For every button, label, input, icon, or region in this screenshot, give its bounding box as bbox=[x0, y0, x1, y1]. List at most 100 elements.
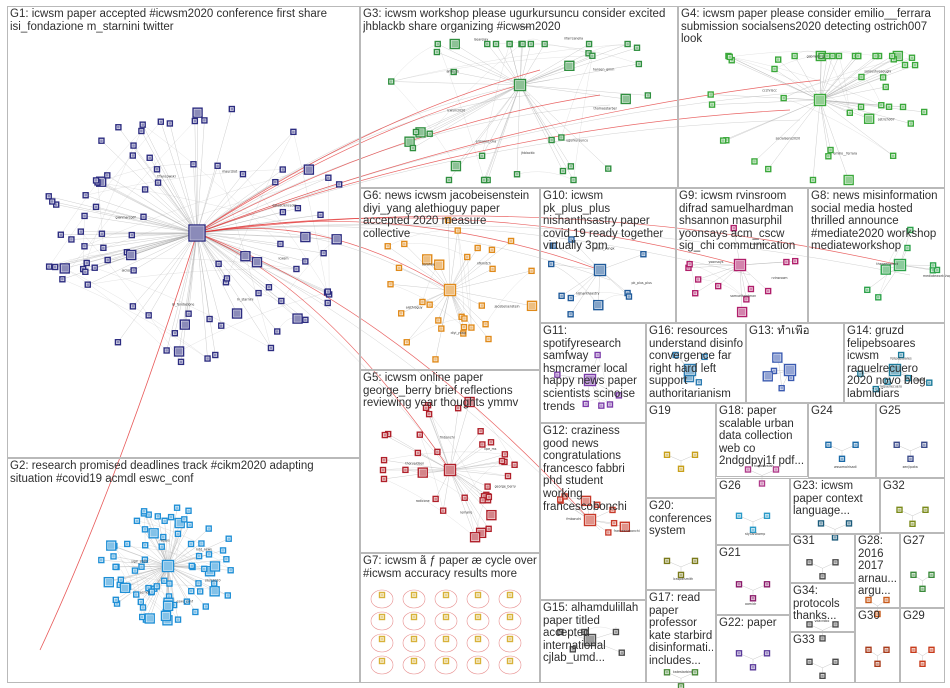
g2-node-fill bbox=[146, 615, 154, 622]
g2-node-fill bbox=[100, 558, 103, 562]
g2-node-fill bbox=[190, 564, 194, 568]
g1-node-fill bbox=[203, 119, 206, 122]
g3-node-fill bbox=[389, 80, 393, 83]
g3-node-fill bbox=[561, 169, 565, 173]
g13-node-fill bbox=[789, 376, 793, 380]
g1-node-fill bbox=[70, 238, 73, 241]
node-label: cikm2020 bbox=[205, 578, 221, 582]
group-label-g15: G15: alhamdulillah paper titled accepted… bbox=[543, 602, 639, 665]
node-label: francescobonchi bbox=[614, 529, 640, 533]
g4-node-fill bbox=[901, 105, 905, 109]
g12-node-fill bbox=[612, 521, 616, 525]
cross-edge bbox=[196, 119, 801, 234]
node-label: felipebsoares bbox=[890, 356, 912, 360]
g1-node-fill bbox=[156, 181, 160, 184]
g1-node-fill bbox=[192, 162, 195, 166]
g9-node-fill bbox=[738, 308, 746, 316]
g1-node-fill bbox=[269, 346, 273, 350]
g1-node-fill bbox=[105, 174, 109, 177]
g1-node-fill bbox=[155, 167, 159, 171]
node-label: radicone bbox=[416, 499, 430, 503]
g1-edge bbox=[49, 253, 132, 267]
group-box-g13: G13: ทำเพื่อ bbox=[746, 323, 844, 403]
g2-edge bbox=[136, 520, 227, 560]
g4-edge bbox=[819, 99, 829, 157]
g6-node-fill bbox=[434, 358, 437, 361]
g2-node-fill bbox=[140, 565, 143, 569]
g10-node-fill bbox=[569, 296, 573, 300]
node-label: thomasstarber bbox=[594, 107, 618, 111]
g7-self-loop bbox=[498, 589, 522, 609]
group-label-g11: G11: spotifyresearch samfway hsmcramer l… bbox=[543, 325, 637, 413]
g1-edge bbox=[196, 232, 298, 319]
g12-node-fill bbox=[563, 495, 566, 498]
g7-self-loop bbox=[434, 633, 458, 653]
g1-node-fill bbox=[294, 315, 301, 322]
g3-edge bbox=[429, 43, 522, 134]
g9-node-fill bbox=[687, 266, 690, 270]
node-label: mauriziot bbox=[222, 169, 238, 173]
g4-node-fill bbox=[903, 63, 907, 67]
g2-edge bbox=[101, 559, 169, 567]
g7-self-loop bbox=[402, 633, 426, 653]
g4-edge bbox=[819, 55, 880, 101]
g2-edge bbox=[115, 565, 169, 601]
g3-edge bbox=[519, 43, 545, 86]
g5-node-fill bbox=[427, 412, 431, 416]
g1-node-fill bbox=[224, 280, 228, 284]
g2-node-fill bbox=[225, 557, 228, 561]
g4-edge bbox=[819, 99, 882, 106]
g5-node-fill bbox=[481, 499, 484, 502]
g4-edge bbox=[723, 99, 821, 141]
g5-node-fill bbox=[381, 468, 385, 472]
g12-node-fill bbox=[611, 508, 614, 512]
g4-node-fill bbox=[766, 167, 770, 171]
g5-node-fill bbox=[487, 495, 491, 499]
g3-edge bbox=[519, 84, 564, 172]
g8-node-fill bbox=[935, 268, 939, 272]
g5-node-fill bbox=[404, 468, 407, 472]
group-label-g8: G8: news misinformation social media hos… bbox=[811, 190, 938, 253]
g11-node-fill bbox=[556, 373, 559, 376]
g9-node-fill bbox=[793, 259, 797, 263]
g3-edge bbox=[415, 84, 521, 133]
g7-self-loop bbox=[402, 655, 426, 675]
g3-node-fill bbox=[572, 178, 575, 182]
node-label: hansen_gmm bbox=[593, 68, 614, 72]
g15-node-fill bbox=[614, 630, 618, 634]
g1-edge bbox=[64, 268, 208, 359]
g4-edge bbox=[712, 99, 821, 105]
node-label: ermanni_cha bbox=[476, 139, 497, 143]
node-label: icwsm2020 bbox=[447, 108, 465, 112]
g1-node-fill bbox=[213, 353, 217, 357]
g2-edge bbox=[167, 517, 172, 567]
g4-edge bbox=[783, 97, 894, 156]
g2-node-fill bbox=[175, 506, 179, 510]
g2-node-fill bbox=[140, 615, 144, 619]
g1-edge bbox=[196, 232, 210, 320]
g11-node-fill bbox=[608, 403, 612, 406]
g3-edge bbox=[573, 55, 593, 181]
g28-node-fill bbox=[867, 598, 870, 602]
g20-node-fill bbox=[665, 559, 669, 563]
g1-edge bbox=[95, 180, 198, 234]
g3-node-fill bbox=[560, 136, 563, 139]
node-label: cyhoon bbox=[519, 25, 531, 29]
g2-node-fill bbox=[227, 537, 231, 541]
group-box-g24: G24 bbox=[808, 403, 876, 478]
g5-edge bbox=[449, 460, 503, 471]
g1-node-fill bbox=[127, 251, 135, 259]
g3-node-fill bbox=[622, 95, 630, 103]
g2-edge bbox=[120, 565, 169, 580]
nodes-layer bbox=[45, 38, 941, 688]
g2-edge bbox=[164, 520, 169, 567]
g5-edge bbox=[449, 469, 482, 533]
g1-edge bbox=[52, 201, 198, 234]
g4-node-fill bbox=[890, 54, 894, 58]
g2-node-fill bbox=[188, 523, 191, 527]
g2-node-fill bbox=[204, 605, 208, 608]
node-label: alethioguy bbox=[406, 305, 423, 309]
g7-self-loop bbox=[466, 633, 490, 653]
g8-hub-node-fill bbox=[895, 260, 905, 270]
g29-node-fill bbox=[930, 648, 933, 652]
